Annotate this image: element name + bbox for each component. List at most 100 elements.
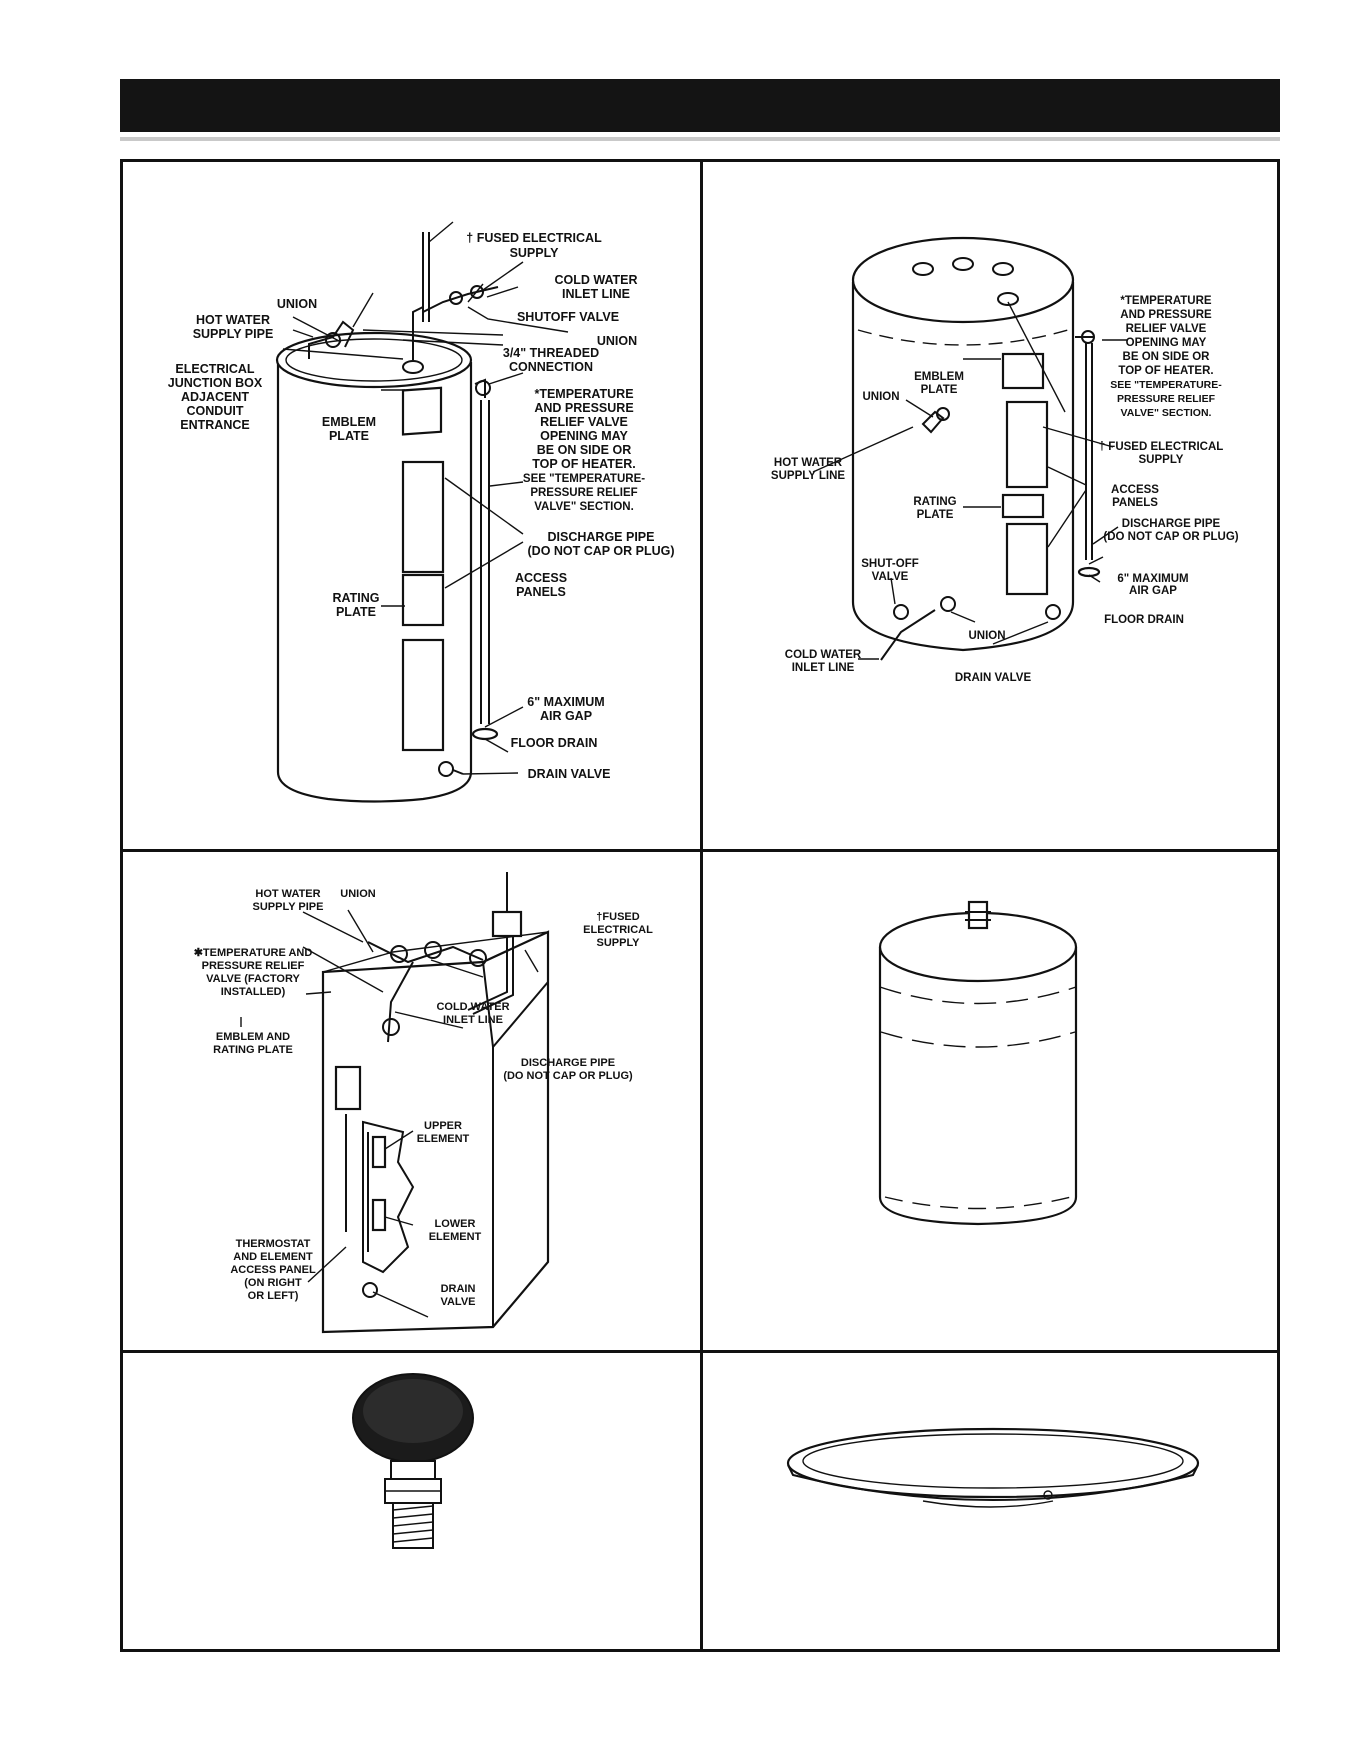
figure-compact-water-heater: HOT WATER SUPPLY PIPE UNION †FUSED ELECT… [194, 872, 653, 1334]
compact-heater-illustration [321, 872, 550, 1334]
label-upper-2: ELEMENT [417, 1133, 470, 1145]
label-union-top: UNION [862, 391, 899, 403]
label-threaded-2: CONNECTION [509, 360, 593, 374]
label-airgap-2: AIR GAP [540, 709, 592, 723]
label-emblem-2: RATING PLATE [213, 1044, 293, 1056]
label-threaded: 3/4" THREADED [503, 346, 599, 360]
label-tpr-6: TOP OF HEATER. [1118, 365, 1213, 377]
label-union: UNION [340, 888, 376, 900]
label-thermo-2: AND ELEMENT [233, 1251, 313, 1263]
label-emblem-2: PLATE [329, 429, 369, 443]
label-cold: COLD WATER [785, 649, 862, 661]
label-fused-3: SUPPLY [596, 937, 640, 949]
label-junction-2: JUNCTION BOX [168, 376, 263, 390]
label-cold-inlet: COLD WATER [554, 273, 637, 287]
label-hot-line: HOT WATER [774, 457, 843, 469]
label-tpr: *TEMPERATURE [1120, 295, 1211, 307]
label-tpr-3: RELIEF VALVE [1126, 323, 1207, 335]
label-drain-2: VALVE [440, 1296, 475, 1308]
label-thermo-3: ACCESS PANEL [230, 1264, 316, 1276]
label-hot-line-2: SUPPLY LINE [771, 470, 845, 482]
vacuum-relief-valve-illustration [352, 1373, 474, 1549]
tank-body-illustration [275, 232, 499, 803]
label-junction-5: ENTRANCE [180, 418, 249, 432]
label-fused: † FUSED ELECTRICAL [1099, 441, 1224, 453]
leader-lines-3 [240, 909, 539, 1318]
header-bar [120, 79, 1280, 132]
label-shutoff-valve: SHUTOFF VALVE [517, 310, 619, 324]
label-rating: RATING [333, 591, 380, 605]
label-tpr-2: AND PRESSURE [1120, 309, 1212, 321]
label-tpr-7: SEE "TEMPERATURE- [523, 473, 645, 485]
grid-divider-vertical [700, 159, 703, 1652]
figure-vacuum-relief-valve [352, 1373, 474, 1549]
label-emblem: EMBLEM [914, 371, 964, 383]
label-tpr-2: PRESSURE RELIEF [202, 960, 305, 972]
label-hot-supply-2: SUPPLY PIPE [193, 327, 274, 341]
figure-lowboy-water-heater: *TEMPERATURE AND PRESSURE RELIEF VALVE O… [771, 236, 1239, 684]
label-thermo-4: (ON RIGHT [244, 1277, 302, 1289]
label-fused-2: SUPPLY [1139, 454, 1184, 466]
label-drain-valve: DRAIN VALVE [528, 767, 611, 781]
label-airgap: 6" MAXIMUM [527, 695, 604, 709]
label-tpr-2: AND PRESSURE [534, 401, 633, 415]
label-tpr: ✱TEMPERATURE AND [194, 947, 313, 959]
label-airgap-2: AIR GAP [1129, 585, 1177, 597]
label-tpr-6: TOP OF HEATER. [532, 457, 636, 471]
label-junction-3: ADJACENT [181, 390, 249, 404]
label-access: ACCESS [1111, 484, 1159, 496]
label-discharge: DISCHARGE PIPE [521, 1057, 615, 1069]
label-tpr-4: OPENING MAY [540, 429, 628, 443]
label-tpr-4: INSTALLED) [221, 986, 286, 998]
figure-drain-pan [786, 1427, 1200, 1508]
label-upper: UPPER [424, 1120, 462, 1132]
label-thermo-5: OR LEFT) [248, 1290, 299, 1302]
figure3-labels: HOT WATER SUPPLY PIPE UNION †FUSED ELECT… [194, 888, 653, 1308]
header-rule [120, 137, 1280, 141]
label-emblem: EMBLEM AND [216, 1031, 290, 1043]
label-fused-supply: † FUSED ELECTRICAL [466, 231, 602, 245]
label-lower: LOWER [435, 1218, 476, 1230]
expansion-tank-illustration [878, 900, 1078, 1226]
label-emblem-2: PLATE [921, 384, 958, 396]
label-discharge-2: (DO NOT CAP OR PLUG) [1103, 531, 1238, 543]
label-union-bottom: UNION [968, 630, 1005, 642]
label-access-2: PANELS [516, 585, 566, 599]
label-tpr-7: SEE "TEMPERATURE- [1110, 379, 1222, 391]
label-fused: †FUSED [596, 911, 639, 923]
leader-lines [282, 221, 569, 775]
label-tpr: *TEMPERATURE [534, 387, 633, 401]
label-tpr-8: PRESSURE RELIEF [530, 487, 637, 499]
label-rating: RATING [913, 496, 956, 508]
label-access-2: PANELS [1112, 497, 1158, 509]
label-hot: HOT WATER [255, 888, 320, 900]
label-cold-2: INLET LINE [443, 1014, 503, 1026]
figure-expansion-tank [878, 900, 1078, 1226]
label-discharge-2: (DO NOT CAP OR PLUG) [528, 544, 675, 558]
figure2-labels: *TEMPERATURE AND PRESSURE RELIEF VALVE O… [771, 295, 1239, 684]
figure1-labels: † FUSED ELECTRICAL SUPPLY COLD WATER INL… [168, 231, 675, 781]
label-rating-2: PLATE [336, 605, 376, 619]
label-thermo: THERMOSTAT [236, 1238, 311, 1250]
label-drain: DRAIN [441, 1283, 476, 1295]
label-tpr-3: VALVE (FACTORY [206, 973, 300, 985]
figure-tall-water-heater: † FUSED ELECTRICAL SUPPLY COLD WATER INL… [168, 221, 675, 803]
label-hot-2: SUPPLY PIPE [253, 901, 324, 913]
label-cold-2: INLET LINE [792, 662, 855, 674]
label-discharge: DISCHARGE PIPE [548, 530, 655, 544]
label-fused-supply-2: SUPPLY [510, 246, 560, 260]
label-fused-2: ELECTRICAL [583, 924, 653, 936]
label-union-right: UNION [597, 334, 637, 348]
label-union-top: UNION [277, 297, 317, 311]
label-tpr-9: VALVE" SECTION. [1121, 407, 1212, 419]
drain-pan-illustration [786, 1427, 1200, 1508]
label-lower-2: ELEMENT [429, 1231, 482, 1243]
label-shutoff-2: VALVE [872, 571, 909, 583]
label-rating-2: PLATE [917, 509, 954, 521]
label-cold-inlet-2: INLET LINE [562, 287, 630, 301]
label-drain-valve: DRAIN VALVE [955, 672, 1032, 684]
leader-lines-2 [812, 301, 1128, 660]
label-shutoff: SHUT-OFF [861, 558, 919, 570]
label-tpr-3: RELIEF VALVE [540, 415, 628, 429]
label-cold: COLD WATER [436, 1001, 509, 1013]
